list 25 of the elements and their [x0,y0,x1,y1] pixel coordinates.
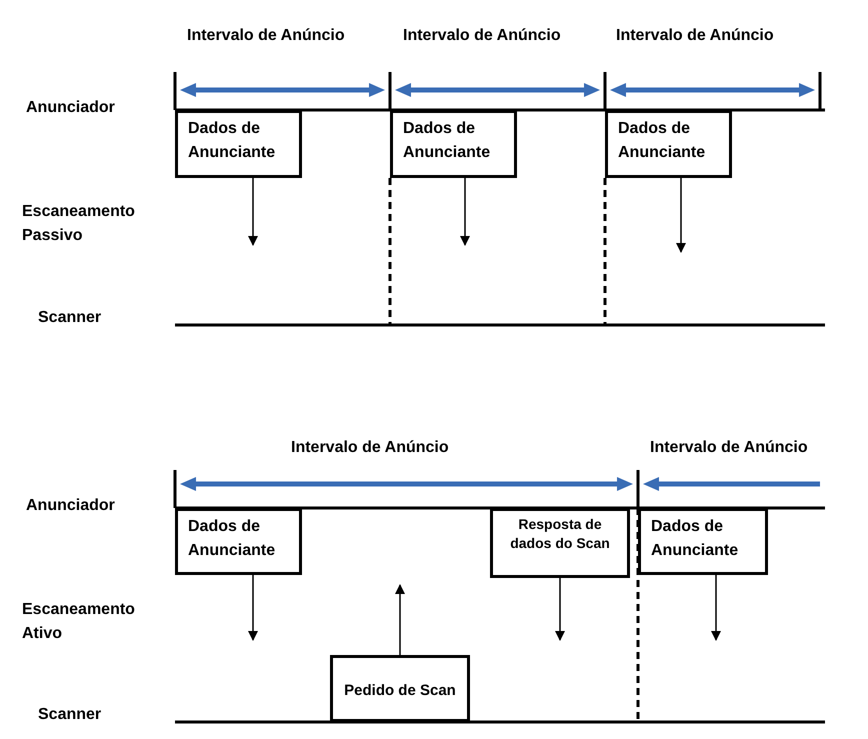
row-label: Anunciador [26,98,115,118]
interval-label: Intervalo de Anúncio [291,438,449,458]
interval-label: Intervalo de Anúncio [650,438,808,458]
arrow [395,584,405,655]
interval-label: Intervalo de Anúncio [187,26,345,46]
arrow [248,178,258,246]
data-box: Dados de Anunciante [638,508,768,575]
arrow [555,578,565,641]
data-box: Pedido de Scan [330,655,470,722]
data-box: Dados de Anunciante [390,110,517,178]
row-label: Scanner [38,308,102,328]
data-box: Dados de Anunciante [605,110,732,178]
interval-label: Intervalo de Anúncio [616,26,774,46]
data-box: Dados de Anunciante [175,508,302,575]
arrow [248,575,258,641]
interval-label: Intervalo de Anúncio [403,26,561,46]
row-label: Anunciador [26,496,115,516]
data-box: Resposta de dados do Scan [490,508,630,578]
data-box: Dados de Anunciante [175,110,302,178]
row-label: Escaneamento Passivo [22,202,136,246]
arrow [676,178,686,253]
row-label: Scanner [38,705,102,725]
arrow [460,178,470,246]
row-label: Escaneamento Ativo [22,600,136,644]
arrow [711,575,721,641]
